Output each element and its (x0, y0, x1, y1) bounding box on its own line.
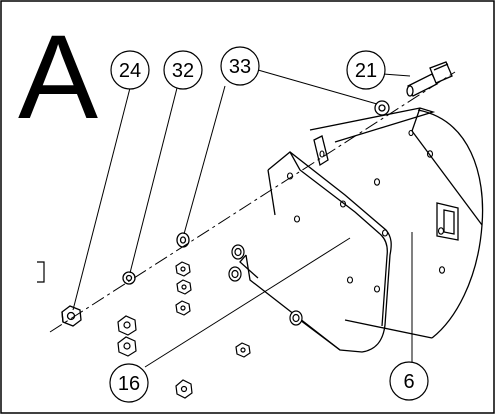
washer-axis (176, 232, 190, 248)
callout-6: 6 (389, 361, 429, 401)
callout-21: 21 (346, 50, 386, 90)
callout-33: 33 (220, 46, 260, 86)
callout-32-label: 32 (172, 60, 194, 82)
frame-holes (373, 150, 446, 274)
callout-16-label: 16 (118, 373, 140, 395)
plate-bosses (228, 244, 303, 326)
lock-washer-32 (122, 271, 136, 285)
callout-32: 32 (163, 50, 203, 90)
callout-6-label: 6 (403, 371, 414, 393)
callout-16: 16 (109, 363, 149, 403)
edge-mark (37, 261, 45, 283)
callout-33-label: 33 (229, 56, 251, 78)
view-label: A (18, 10, 98, 144)
plate-holes (286, 129, 414, 293)
callout-21-label: 21 (355, 60, 377, 82)
frame-part (309, 107, 484, 339)
callout-24-label: 24 (119, 60, 141, 82)
washer-33 (374, 100, 390, 116)
nut-24 (61, 305, 82, 327)
callout-24: 24 (110, 50, 150, 90)
bolt (406, 61, 453, 97)
mounting-plate (239, 135, 392, 353)
leader-lines (72, 69, 413, 368)
loose-hardware (117, 261, 251, 399)
assembly-axis (49, 71, 456, 333)
